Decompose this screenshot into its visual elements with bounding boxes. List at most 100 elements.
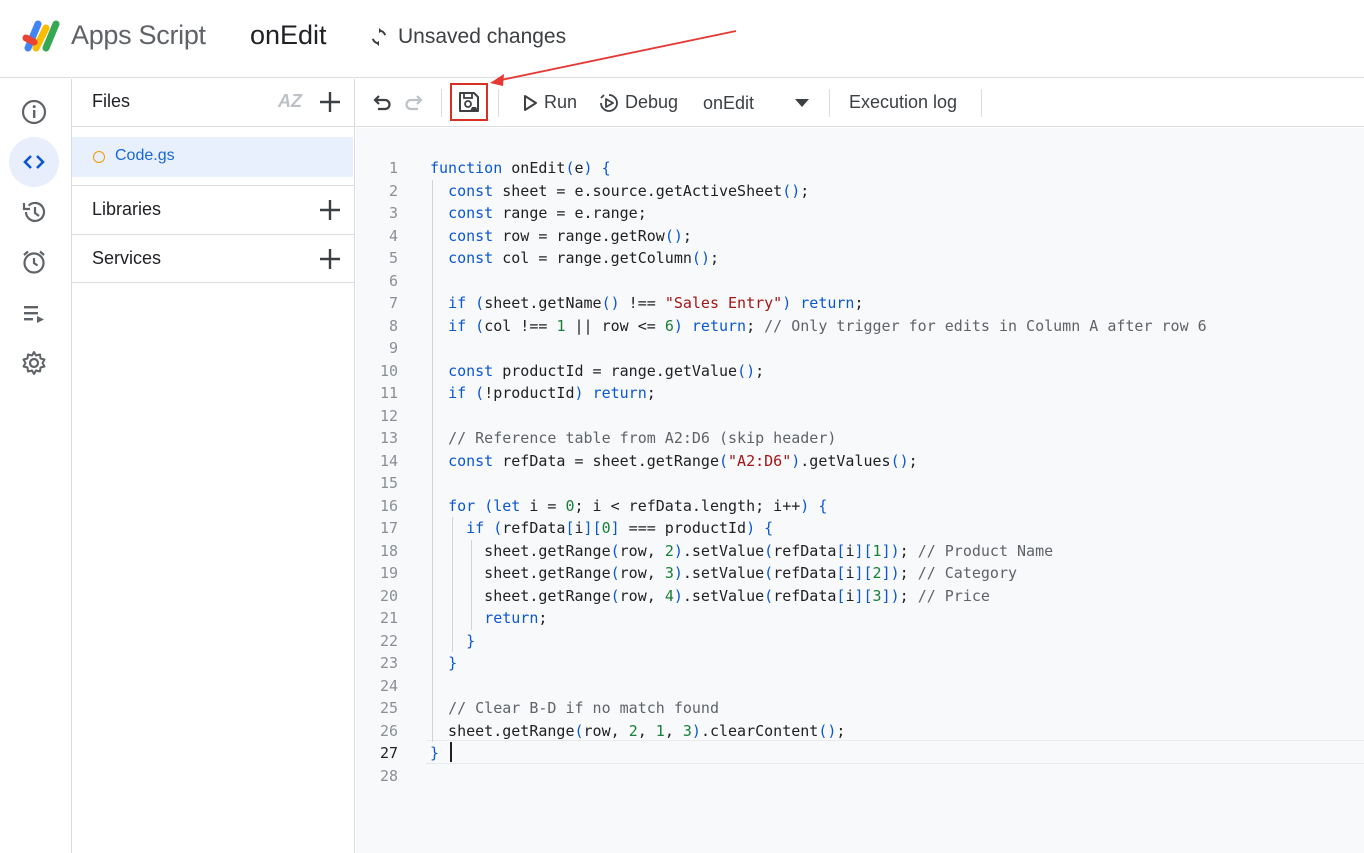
execution-log-button[interactable]: Execution log xyxy=(849,92,957,113)
code-line[interactable]: 20 sheet.getRange(row, 4).setValue(refDa… xyxy=(356,585,1364,608)
indent-guide xyxy=(452,517,453,652)
code-line[interactable]: 25 // Clear B-D if no match found xyxy=(356,697,1364,720)
code-line[interactable]: 21 return; xyxy=(356,607,1364,630)
code-line[interactable]: 19 sheet.getRange(row, 3).setValue(refDa… xyxy=(356,562,1364,585)
code-line[interactable]: 26 sheet.getRange(row, 2, 1, 3).clearCon… xyxy=(356,720,1364,743)
code-line[interactable]: 7 if (sheet.getName() !== "Sales Entry")… xyxy=(356,292,1364,315)
run-button[interactable]: Run xyxy=(522,92,577,113)
gear-icon xyxy=(22,351,46,375)
code-line[interactable]: 9 xyxy=(356,337,1364,360)
code-line[interactable]: 18 sheet.getRange(row, 2).setValue(refDa… xyxy=(356,540,1364,563)
line-number: 4 xyxy=(388,226,398,245)
line-number: 9 xyxy=(388,339,398,357)
code-line[interactable]: 23 } xyxy=(356,652,1364,675)
code-line[interactable]: 16 for (let i = 0; i < refData.length; i… xyxy=(356,495,1364,518)
line-number: 23 xyxy=(379,654,398,672)
code-line[interactable]: 27} xyxy=(356,742,1364,765)
code-text: const sheet = e.source.getActiveSheet(); xyxy=(448,181,810,200)
line-number: 28 xyxy=(379,766,398,785)
code-line[interactable]: 12 xyxy=(356,405,1364,428)
divider xyxy=(72,126,354,127)
code-text: sheet.getRange(row, 4).setValue(refData[… xyxy=(430,586,990,605)
debug-button[interactable]: Debug xyxy=(599,92,678,113)
save-status-label: Unsaved changes xyxy=(398,25,567,48)
rail-item-settings[interactable] xyxy=(9,338,59,388)
code-line[interactable]: 24 xyxy=(356,675,1364,698)
code-line[interactable]: 3 const range = e.range; xyxy=(356,202,1364,225)
text-cursor xyxy=(450,742,452,762)
apps-script-logo[interactable] xyxy=(22,18,64,52)
line-number: 10 xyxy=(379,361,398,380)
code-line[interactable]: 2 const sheet = e.source.getActiveSheet(… xyxy=(356,180,1364,203)
rail-item-history[interactable] xyxy=(9,187,59,237)
code-text: sheet.getRange(row, 2, 1, 3).clearConten… xyxy=(430,721,846,740)
dropdown-arrow-icon xyxy=(795,99,809,107)
code-icon xyxy=(23,155,45,169)
sort-files-button[interactable]: AZ xyxy=(278,91,302,112)
line-number: 11 xyxy=(379,384,398,402)
line-number: 25 xyxy=(379,699,398,717)
function-select[interactable]: onEdit xyxy=(703,91,815,115)
history-icon xyxy=(22,201,46,222)
files-panel: Files AZ Code.gs Libraries Services xyxy=(72,79,355,853)
code-text: sheet.getRange(row, 2).setValue(refData[… xyxy=(430,541,1054,560)
line-number: 27 xyxy=(379,744,398,762)
code-line[interactable]: 22 } xyxy=(356,630,1364,653)
save-project-button[interactable] xyxy=(450,83,488,121)
toolbar-separator xyxy=(498,89,499,117)
rail-item-triggers[interactable] xyxy=(9,237,59,287)
line-number: 8 xyxy=(388,316,398,335)
file-item-code-gs[interactable]: Code.gs xyxy=(72,137,353,177)
code-line[interactable]: 10 const productId = range.getValue(); xyxy=(356,360,1364,383)
add-file-button[interactable] xyxy=(317,89,343,115)
code-text: sheet.getRange(row, 3).setValue(refData[… xyxy=(430,564,1018,582)
indent-guide xyxy=(432,179,433,742)
line-number: 7 xyxy=(388,294,398,312)
app-header: Apps Script onEdit Unsaved changes xyxy=(0,0,1364,78)
line-number: 16 xyxy=(379,496,398,515)
code-line[interactable]: 11 if (!productId) return; xyxy=(356,382,1364,405)
code-line[interactable]: 8 if (col !== 1 || row <= 6) return; // … xyxy=(356,315,1364,338)
line-number: 17 xyxy=(379,519,398,537)
current-line-highlight xyxy=(426,740,1364,764)
code-line[interactable]: 14 const refData = sheet.getRange("A2:D6… xyxy=(356,450,1364,473)
undo-button[interactable] xyxy=(370,92,392,114)
sort-az-icon: AZ xyxy=(278,91,302,111)
divider xyxy=(72,185,354,186)
line-number: 3 xyxy=(388,204,398,222)
line-number: 22 xyxy=(379,631,398,650)
line-number: 5 xyxy=(388,249,398,267)
toolbar-separator xyxy=(441,89,442,117)
indent-guide xyxy=(471,539,472,630)
execution-log-label: Execution log xyxy=(849,92,958,112)
libraries-title: Libraries xyxy=(92,199,162,219)
function-select-value: onEdit xyxy=(703,92,755,113)
code-text: if (!productId) return; xyxy=(448,384,656,402)
code-line[interactable]: 13 // Reference table from A2:D6 (skip h… xyxy=(356,427,1364,450)
redo-button[interactable] xyxy=(404,92,426,114)
project-name[interactable]: onEdit xyxy=(250,20,327,50)
save-drive-icon xyxy=(459,92,479,112)
editor-toolbar: Run Debug onEdit Execution log xyxy=(356,79,1364,127)
code-line[interactable]: 15 xyxy=(356,472,1364,495)
code-line[interactable]: 6 xyxy=(356,270,1364,293)
add-service-button[interactable] xyxy=(317,246,343,272)
add-library-button[interactable] xyxy=(317,197,343,223)
rail-item-overview[interactable] xyxy=(9,87,59,137)
code-text: if (refData[i][0] === productId) { xyxy=(466,519,774,537)
code-text: const row = range.getRow(); xyxy=(448,226,692,245)
line-number: 20 xyxy=(379,586,398,605)
alarm-icon xyxy=(23,250,45,274)
code-line[interactable]: 28 xyxy=(356,765,1364,788)
info-icon xyxy=(21,99,47,125)
rail-item-editor[interactable] xyxy=(9,137,59,187)
rail-item-executions[interactable] xyxy=(9,289,59,339)
line-number: 2 xyxy=(388,181,398,200)
code-line[interactable]: 4 const row = range.getRow(); xyxy=(356,225,1364,248)
code-line[interactable]: 17 if (refData[i][0] === productId) { xyxy=(356,517,1364,540)
code-line[interactable]: 5 const col = range.getColumn(); xyxy=(356,247,1364,270)
code-text: if (sheet.getName() !== "Sales Entry") r… xyxy=(448,294,864,312)
file-name: Code.gs xyxy=(115,147,175,164)
